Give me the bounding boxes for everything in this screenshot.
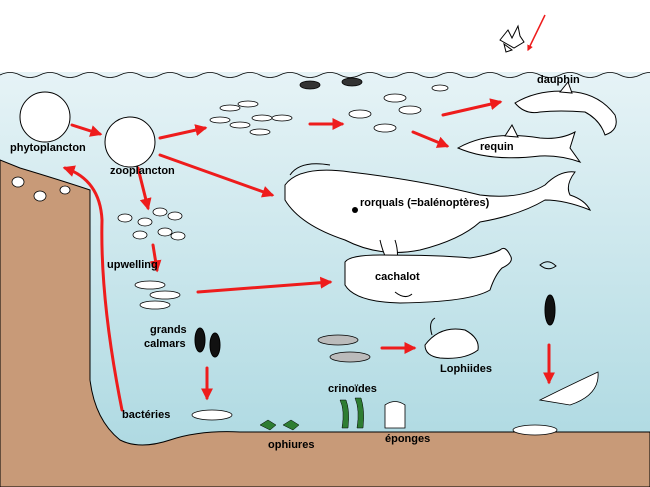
- sea-surface: [0, 72, 650, 78]
- label-phytoplancton: phytoplancton: [10, 142, 86, 154]
- label-requin: requin: [480, 141, 514, 153]
- deep-squid-icon: [539, 261, 557, 326]
- lophiides-icon: [424, 317, 479, 359]
- food-arrows: [62, 98, 555, 412]
- arrow-upwelling-cachalot: [196, 276, 333, 294]
- deep-fish: [317, 334, 371, 363]
- label-eponges: éponges: [385, 433, 430, 445]
- label-calmars: calmars: [144, 338, 186, 350]
- upwelling-fish: [134, 280, 181, 310]
- medium-fish-school: [348, 93, 422, 133]
- label-zooplancton: zooplancton: [110, 165, 175, 177]
- label-grands: grands: [150, 324, 187, 336]
- label-crinoides: crinoïdes: [328, 383, 377, 395]
- crinoides-icon: [339, 397, 364, 429]
- arrow-bacteries-phyto: [62, 165, 124, 412]
- bird-arrow: [527, 14, 546, 52]
- upwelling-organisms: [117, 207, 186, 241]
- eponges-icon: [384, 401, 406, 429]
- dauphin-icon: [514, 80, 617, 136]
- arrow-zoo-smallfish: [158, 124, 208, 140]
- cachalot-icon: [344, 247, 512, 304]
- label-bacteries: bactéries: [122, 409, 170, 421]
- arrow-zoo-rorquals: [158, 153, 275, 198]
- arrow-upwelling-down: [149, 243, 162, 273]
- sky: [0, 0, 650, 75]
- shore-organisms: [11, 176, 71, 202]
- arrow-zoo-upwelling: [136, 166, 152, 211]
- ophiures-icon: [259, 419, 300, 431]
- surface-fish: [299, 77, 449, 92]
- label-dauphin: dauphin: [537, 74, 580, 86]
- label-cachalot: cachalot: [375, 271, 420, 283]
- bacteries-fish: [191, 409, 233, 421]
- arrow-phyto-zoo: [70, 123, 103, 137]
- arrow-fish-requin: [411, 130, 450, 148]
- zooplancton-circle: [104, 116, 156, 168]
- arrow-fish-dauphin: [441, 98, 503, 117]
- bottom-fish-right: [512, 371, 599, 436]
- bird-icon: [499, 24, 525, 53]
- label-lophiides: Lophiides: [440, 363, 492, 375]
- small-fish-school: [209, 100, 293, 136]
- label-upwelling: upwelling: [107, 259, 158, 271]
- label-rorquals: rorquals (=balénoptères): [360, 197, 490, 209]
- label-ophiures: ophiures: [268, 439, 314, 451]
- phytoplancton-circle: [19, 91, 71, 143]
- grands-calmars-icon: [194, 327, 221, 358]
- requin-icon: [456, 123, 582, 163]
